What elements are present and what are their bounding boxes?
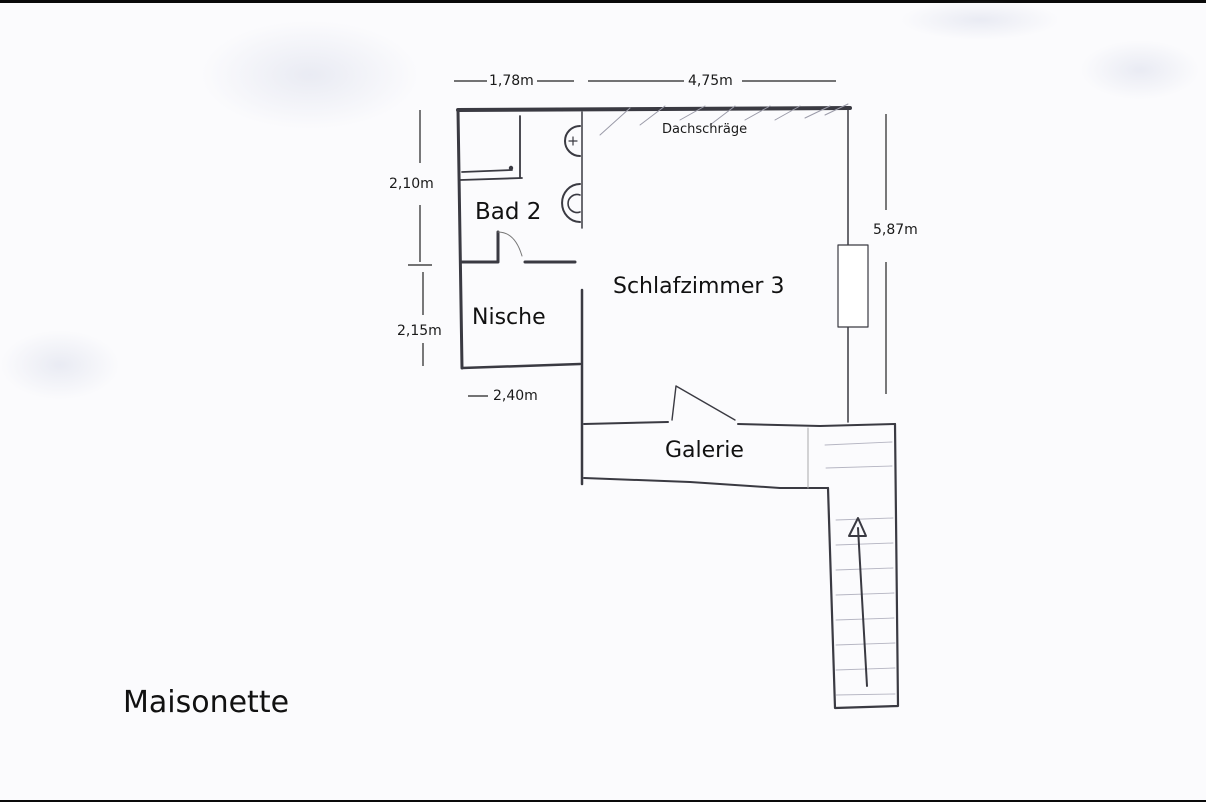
stair-direction-arrow-icon xyxy=(857,527,868,687)
paper-smudge xyxy=(0,330,120,400)
top-border xyxy=(0,0,1206,3)
toilet-icon xyxy=(561,183,581,223)
top-wall xyxy=(456,106,852,112)
dimension-bedroom-depth: 5,87m xyxy=(873,222,918,238)
paper-smudge xyxy=(900,0,1060,40)
gallery-bottom-wall xyxy=(583,477,829,489)
room-label-niche: Nische xyxy=(472,305,546,330)
dimension-bath-depth: 2,10m xyxy=(389,176,434,192)
room-label-bedroom: Schlafzimmer 3 xyxy=(613,274,785,299)
bath-niche-wall xyxy=(460,230,577,264)
left-wall xyxy=(456,108,464,370)
bottom-border xyxy=(0,800,1206,802)
niche-bottom-wall xyxy=(460,362,582,370)
door-swing-icon xyxy=(671,385,736,421)
dimension-niche-depth: 2,15m xyxy=(397,323,442,339)
window-icon xyxy=(837,244,869,328)
paper-smudge xyxy=(200,20,420,130)
shower-icon xyxy=(459,115,523,181)
staircase xyxy=(826,422,900,710)
roof-slope-hatching-icon xyxy=(599,103,849,136)
sink-icon xyxy=(564,125,581,157)
paper-smudge xyxy=(1080,40,1200,100)
room-label-gallery: Galerie xyxy=(665,438,744,463)
dimension-bath-width: 1,78m xyxy=(489,73,534,89)
sloped-roof-label: Dachschräge xyxy=(662,122,748,137)
gallery-top-wall xyxy=(583,421,669,425)
plan-title: Maisonette xyxy=(123,685,290,720)
dimension-bedroom-width: 4,75m xyxy=(688,73,733,89)
room-label-bath: Bad 2 xyxy=(475,199,542,225)
dimension-niche-width: 2,40m xyxy=(493,388,538,404)
